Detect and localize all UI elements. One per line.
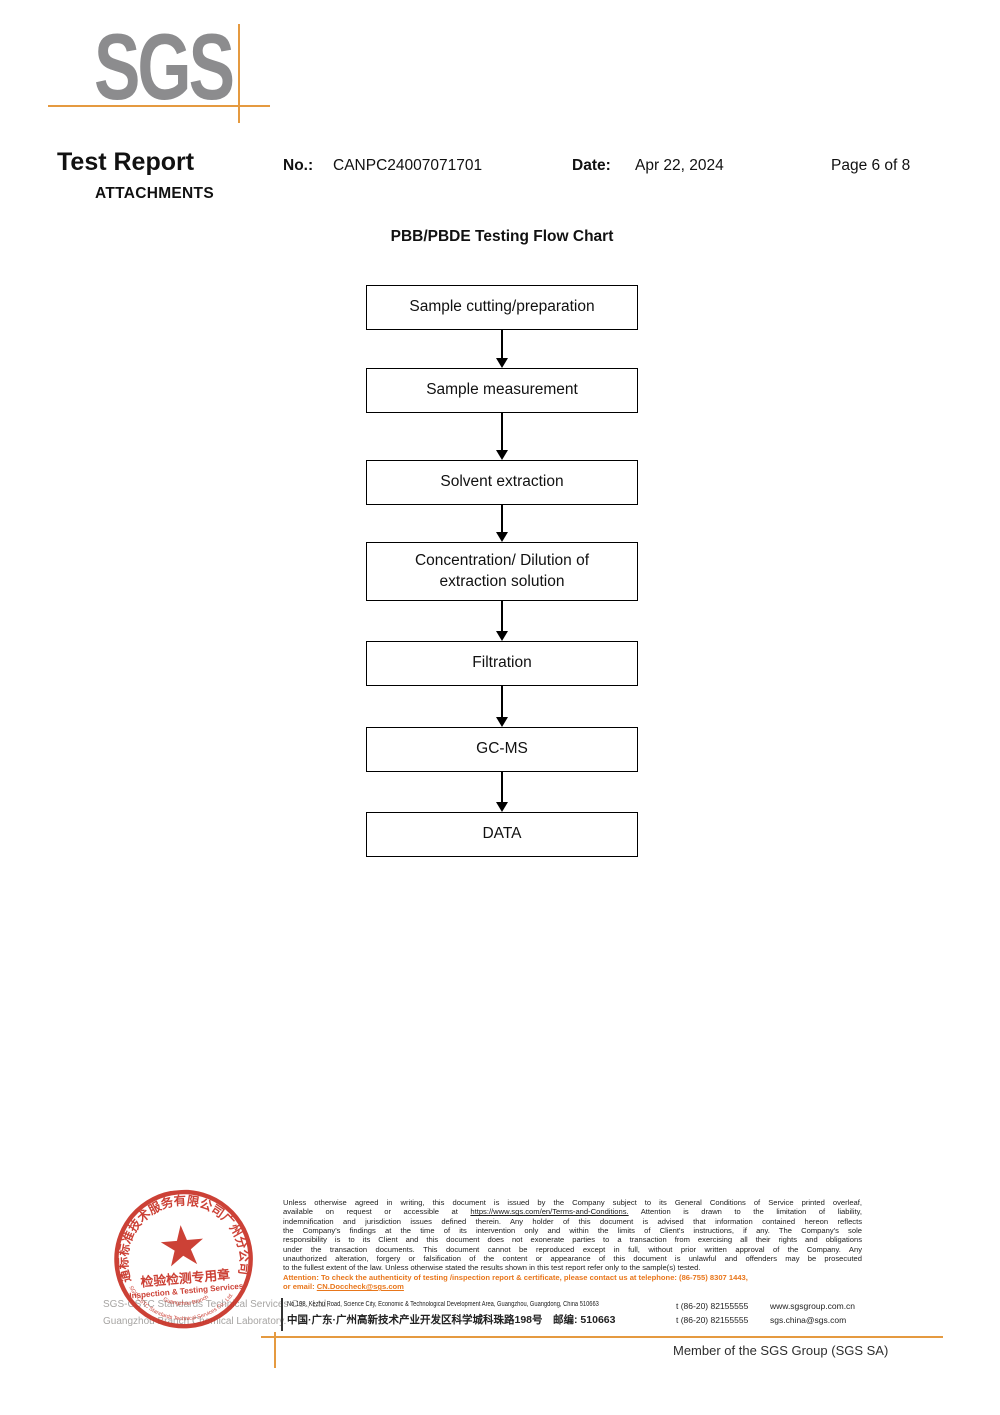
logo-vertical-rule — [238, 24, 241, 123]
phone-number-2: t (86-20) 82155555 — [676, 1315, 749, 1325]
flow-step-label: Sample cutting/preparation — [409, 298, 595, 316]
inspection-stamp-seal: 通标标准技术服务有限公司广州分公司 ★ 检验检测专用章 Inspection &… — [110, 1187, 253, 1329]
legal-line: under the transaction documents. This do… — [283, 1244, 862, 1254]
arrow-down-icon — [496, 717, 508, 727]
flow-step-sample-cutting: Sample cutting/preparation — [366, 285, 638, 330]
address-separator-line — [281, 1298, 283, 1331]
arrow-down-icon — [496, 802, 508, 812]
report-date-label: Date: — [572, 157, 611, 174]
star-icon: ★ — [155, 1213, 210, 1279]
legal-line: unauthorized alteration, forgery or fals… — [283, 1254, 862, 1264]
flow-arrow — [366, 772, 638, 812]
flow-step-concentration-dilution: Concentration/ Dilution of extraction so… — [366, 542, 638, 601]
flow-step-sample-measurement: Sample measurement — [366, 368, 638, 413]
legal-line: the Company's findings at the time of it… — [283, 1226, 862, 1236]
footer-vertical-rule — [274, 1332, 277, 1368]
page-title: Test Report — [57, 148, 195, 176]
arrow-down-icon — [496, 631, 508, 641]
footer-horizontal-rule — [261, 1336, 943, 1339]
arrow-down-icon — [496, 532, 508, 542]
arrow-down-icon — [496, 358, 508, 368]
report-no-label: No.: — [283, 157, 314, 174]
email-link[interactable]: sgs.china@sgs.com — [770, 1315, 847, 1325]
attention-line: or email: CN.Doccheck@sgs.com — [283, 1282, 404, 1292]
flowchart-title: PBB/PBDE Testing Flow Chart — [390, 228, 614, 245]
flow-step-data: DATA — [366, 812, 638, 857]
flow-step-gcms: GC-MS — [366, 727, 638, 772]
stamp-circle — [114, 1189, 253, 1329]
company-line-1: SGS-CSTC Standards Technical Services Co… — [103, 1299, 330, 1310]
company-line-2: Guangzhou Branch Chemical Laboratory. — [103, 1316, 287, 1327]
attachments-subtitle: ATTACHMENTS — [95, 185, 214, 202]
flow-step-label: Filtration — [472, 654, 532, 672]
page-number: Page 6 of 8 — [831, 157, 911, 174]
arrow-down-icon — [496, 450, 508, 460]
legal-line: responsibility is to its Client and this… — [283, 1235, 862, 1245]
address-chinese: 中国·广东·广州高新技术产业开发区科学城科珠路198号 邮编: 510663 — [287, 1314, 616, 1326]
report-no-value: CANPC24007071701 — [333, 157, 483, 174]
flow-step-label: DATA — [482, 825, 522, 843]
flow-step-label: Sample measurement — [426, 381, 578, 399]
legal-line: indemnification and jurisdiction issues … — [283, 1216, 862, 1226]
address-english: No.198, Kezhu Road, Science City, Econom… — [287, 1301, 599, 1308]
flow-step-label: GC-MS — [476, 740, 528, 758]
flow-arrow — [366, 330, 638, 368]
flow-step-solvent-extraction: Solvent extraction — [366, 460, 638, 505]
flow-step-label: Solvent extraction — [440, 473, 564, 491]
flowchart: Sample cutting/preparation Sample measur… — [366, 285, 638, 857]
report-date-value: Apr 22, 2024 — [635, 157, 724, 174]
legal-line: available on request or accessible at ht… — [283, 1207, 862, 1217]
flow-arrow — [366, 413, 638, 460]
legal-line: Unless otherwise agreed in writing, this… — [283, 1198, 862, 1207]
doccheck-email-link[interactable]: CN.Doccheck@sgs.com — [316, 1282, 404, 1292]
sgs-logo: SGS — [94, 14, 235, 119]
company-name-block: SGS-CSTC Standards Technical Services Co… — [103, 1296, 330, 1330]
legal-disclaimer: Unless otherwise agreed in writing, this… — [283, 1198, 862, 1291]
legal-line: to the fullest extent of the law. Unless… — [283, 1263, 701, 1273]
terms-link[interactable]: https://www.sgs.com/en/Terms-and-Conditi… — [470, 1207, 629, 1217]
flow-step-label: Concentration/ Dilution of extraction so… — [414, 552, 590, 590]
phone-number-1: t (86-20) 82155555 — [676, 1301, 749, 1311]
attention-line: Attention: To check the authenticity of … — [283, 1272, 748, 1282]
flow-arrow — [366, 505, 638, 542]
flow-arrow — [366, 601, 638, 641]
logo-horizontal-rule — [48, 105, 270, 108]
flow-arrow — [366, 686, 638, 727]
website-link[interactable]: www.sgsgroup.com.cn — [770, 1301, 856, 1311]
flow-step-filtration: Filtration — [366, 641, 638, 686]
sgs-member-note: Member of the SGS Group (SGS SA) — [673, 1343, 889, 1358]
